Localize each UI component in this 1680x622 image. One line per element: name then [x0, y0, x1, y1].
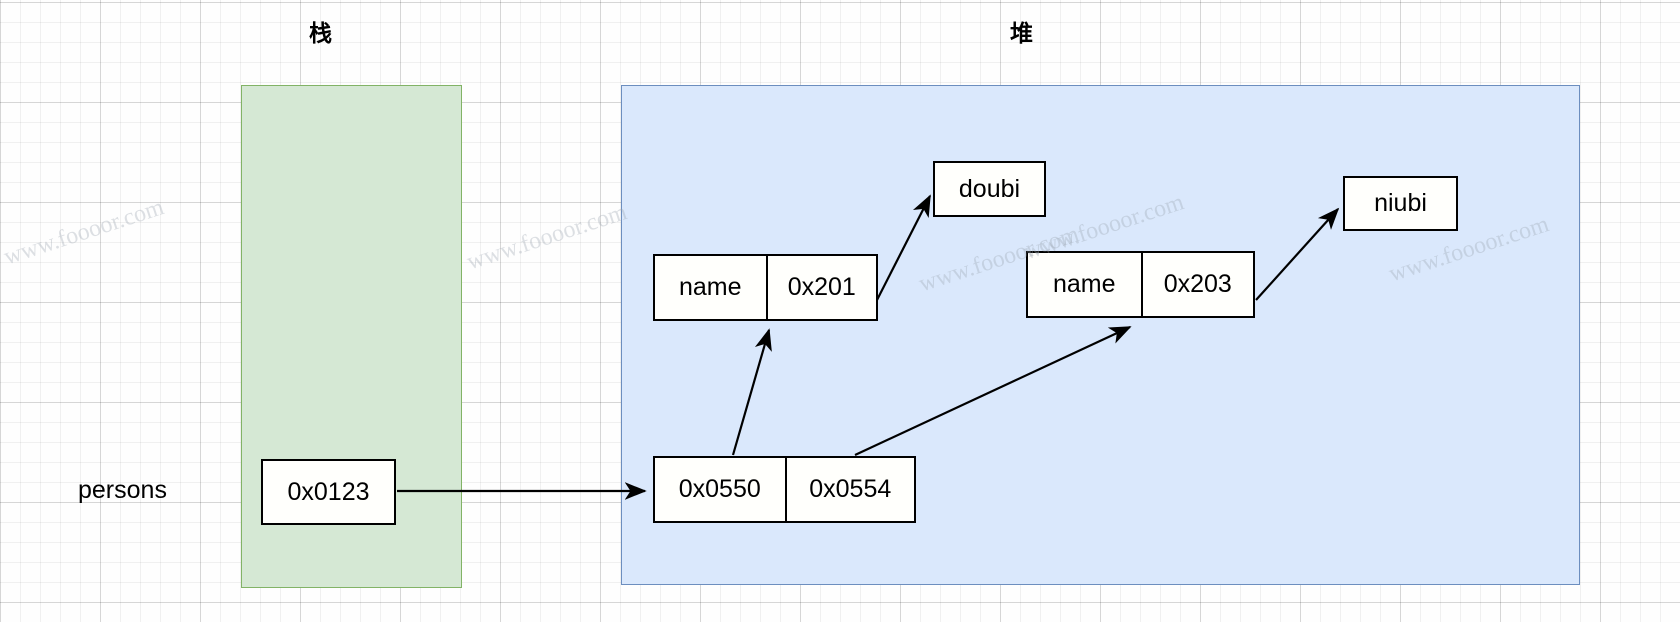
- string2-box: niubi: [1343, 176, 1458, 231]
- heap-title: 堆: [1010, 20, 1033, 46]
- array-slot-1: 0x0554: [784, 458, 915, 521]
- arrow-person1-to-doubi: [876, 194, 931, 301]
- person2-field-name: name: [1052, 270, 1116, 298]
- string1-box: doubi: [933, 161, 1046, 217]
- person2-field-value: 0x203: [1140, 253, 1254, 316]
- array-box: 0x0550 0x0554: [653, 456, 916, 523]
- stack-pointer-box: 0x0123: [261, 459, 396, 525]
- person1-field-name: name: [678, 273, 742, 301]
- string1-value: doubi: [958, 174, 1021, 203]
- string2-value: niubi: [1374, 189, 1427, 217]
- arrow-person2-to-niubi: [1255, 207, 1340, 301]
- person1-object-box: name 0x201: [653, 254, 878, 321]
- persons-variable-label: persons: [78, 476, 167, 504]
- person1-field-value: 0x201: [765, 256, 877, 319]
- stack-title: 栈: [309, 20, 332, 46]
- person2-object-box: name 0x203: [1026, 251, 1255, 318]
- stack-pointer-value: 0x0123: [287, 477, 370, 506]
- arrow-slot1-to-person2: [854, 326, 1132, 456]
- arrow-slot0-to-person1: [731, 328, 772, 456]
- array-slot-0: 0x0550: [678, 475, 761, 503]
